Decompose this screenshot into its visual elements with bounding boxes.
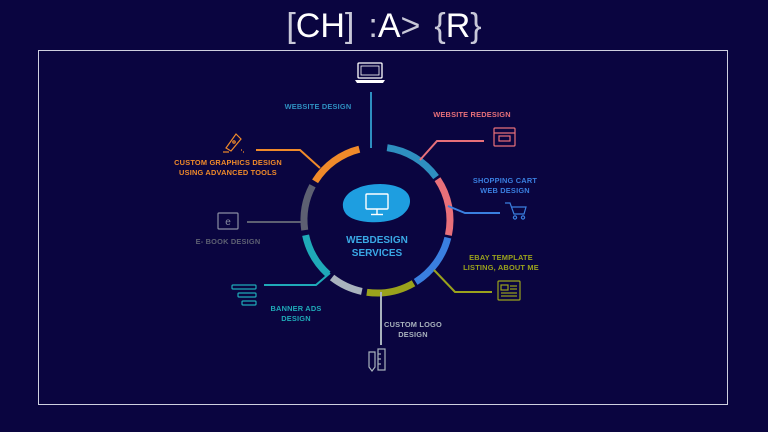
logo-a: A <box>377 7 401 45</box>
arc-banner-ads <box>302 234 331 277</box>
logo-brace-close: } <box>470 7 482 45</box>
arc-website-design <box>386 144 439 180</box>
service-icons: e <box>217 62 527 372</box>
arc-website-redesign <box>434 177 454 236</box>
connector-custom-graphics <box>256 149 321 169</box>
logo-r: R <box>445 7 471 45</box>
arc-ebook-design <box>300 184 316 231</box>
browser-window-icon <box>493 127 516 147</box>
arc-custom-graphics <box>312 145 361 184</box>
connector-banner-ads <box>264 272 331 286</box>
svg-text:e: e <box>225 217 231 228</box>
connector-website-redesign <box>419 140 484 161</box>
label-website-redesign: WEBSITE REDESIGN <box>433 110 511 119</box>
logo-chevron: > <box>400 7 421 45</box>
center-blob <box>342 184 411 223</box>
center-label-line2: SERVICES <box>352 248 403 259</box>
diagram-frame <box>38 50 728 405</box>
connector-ebay-template <box>433 269 492 293</box>
laptop-icon <box>355 62 385 83</box>
pen-tool-icon <box>223 133 244 153</box>
arc-shopping-cart <box>413 236 452 285</box>
shopping-cart-icon <box>505 202 527 220</box>
label-ebook-design: E- BOOK DESIGN <box>196 237 261 246</box>
ebook-icon: e <box>217 212 239 230</box>
logo-bracket-close: ] <box>344 7 355 45</box>
center-badge: WEBDESIGN SERVICES <box>342 184 411 259</box>
connector-lines <box>247 92 500 345</box>
listing-icon <box>497 280 521 301</box>
logo-brace-open: { <box>434 7 446 45</box>
connector-shopping-cart <box>447 205 500 214</box>
banner-bars-icon <box>231 284 257 306</box>
service-labels: WEBSITE DESIGN WEBSITE REDESIGN SHOPPING… <box>174 102 539 339</box>
logo-colon: : <box>368 7 378 45</box>
label-website-design: WEBSITE DESIGN <box>285 102 352 111</box>
pencil-ruler-icon <box>368 348 386 372</box>
monitor-icon <box>365 193 389 216</box>
arc-custom-logo <box>329 274 363 295</box>
arc-ebay-template <box>366 280 416 297</box>
logo-bracket-open: [ <box>286 7 296 45</box>
center-label-line1: WEBDESIGN <box>346 235 408 246</box>
chakr-logo: [CH]:A> {R} <box>0 4 768 48</box>
logo-ch: CH <box>295 7 345 45</box>
